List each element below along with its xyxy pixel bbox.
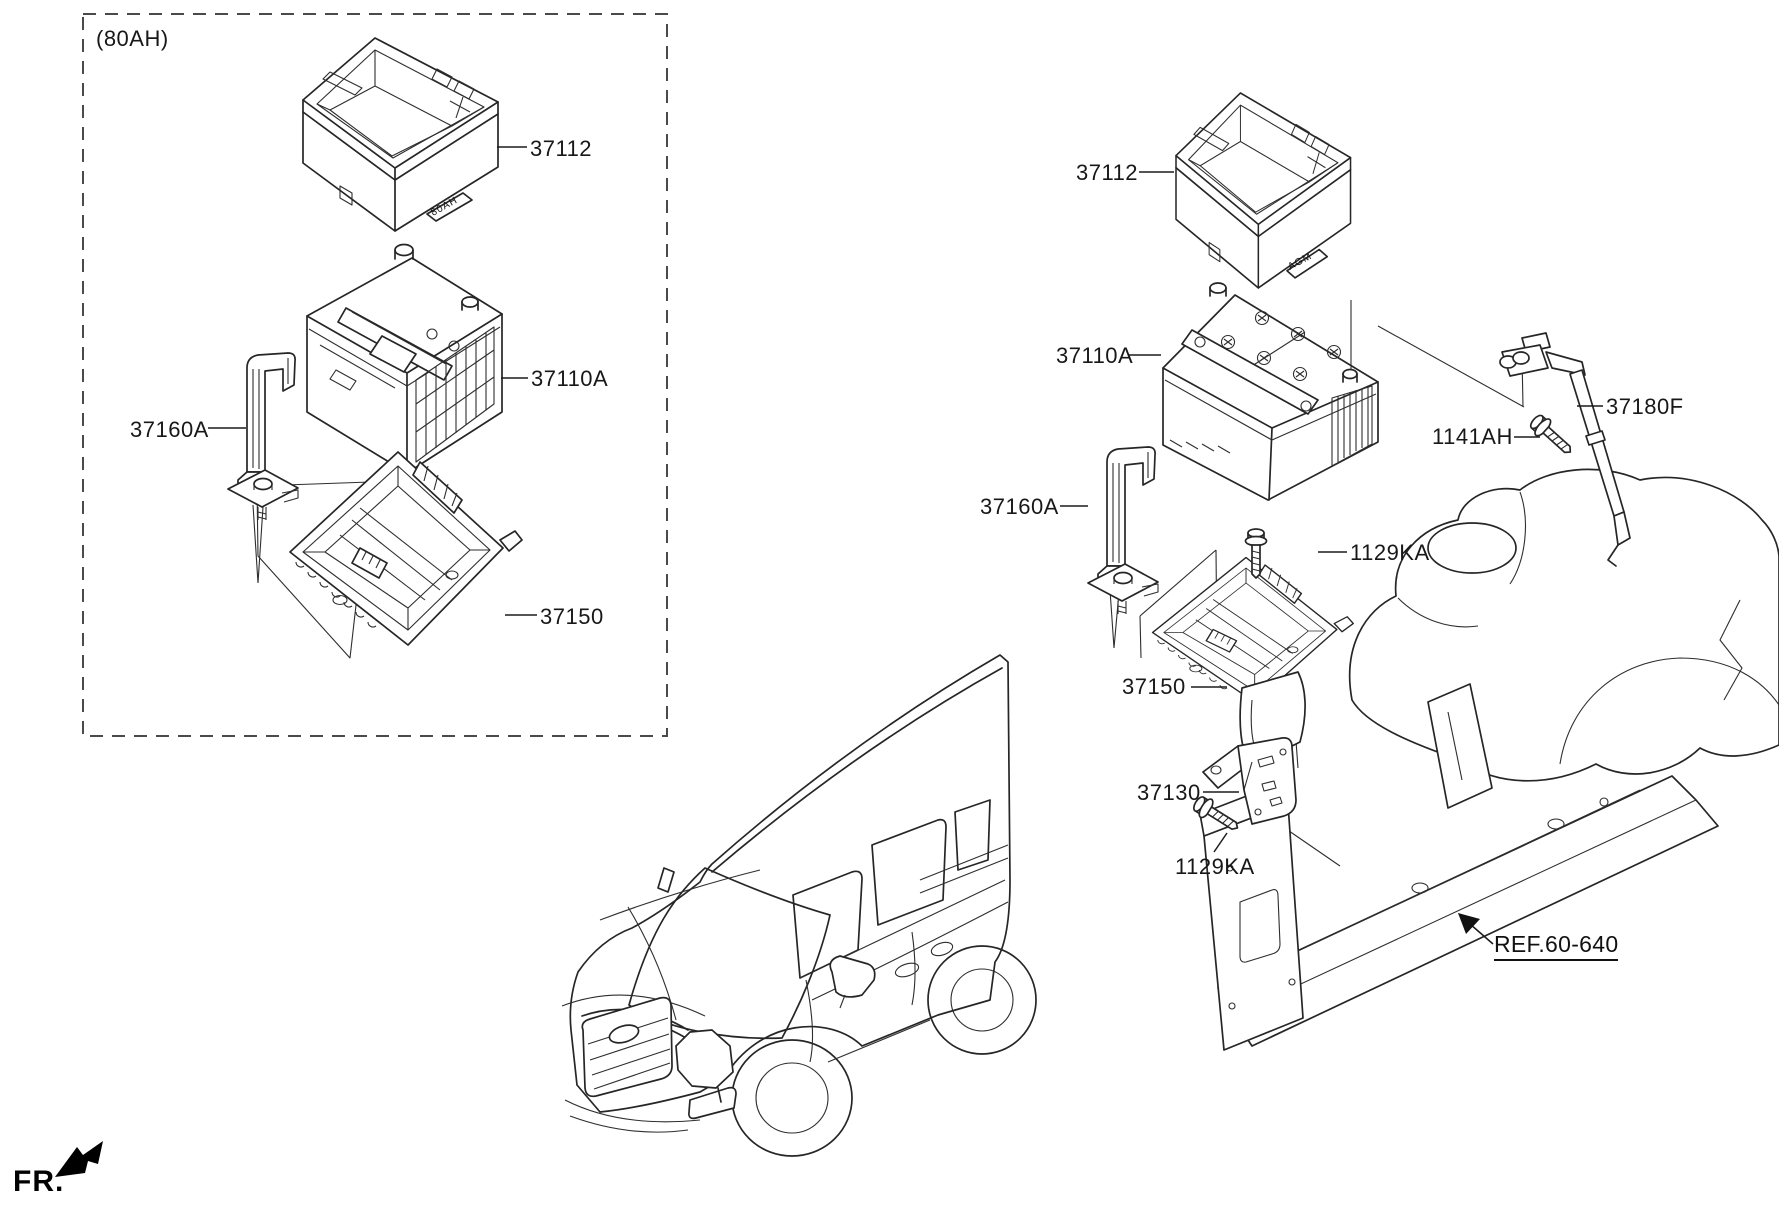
battery-stay-bracket-drawing (1202, 737, 1297, 825)
ref-arrowhead (1458, 913, 1480, 934)
body-reference-link[interactable]: REF.60-640 (1494, 931, 1619, 961)
callout-clamp-left[interactable]: 37160A (130, 417, 209, 442)
battery-tray-drawing-right (1151, 556, 1355, 767)
battery-drawing-left (306, 243, 503, 474)
battery-tray-drawing-left (289, 451, 523, 646)
callout-insulation-left[interactable]: 37112 (530, 136, 593, 161)
battery-insulation-drawing-right: AGM (1175, 92, 1352, 289)
callout-tray-bolt[interactable]: 1129KA (1350, 540, 1430, 565)
battery-clamp-drawing-right (1087, 446, 1159, 615)
front-indicator-label: FR. (13, 1165, 65, 1198)
body-frame-drawing (1199, 468, 1779, 1051)
callout-tray-right[interactable]: 37150 (1122, 674, 1186, 699)
battery-drawing-right (1162, 282, 1379, 501)
battery-location-marker (675, 1029, 734, 1089)
front-direction-arrow-icon (55, 1141, 103, 1177)
variant-note-label: (80AH) (96, 26, 169, 51)
callout-sensor-bolt[interactable]: 1141AH (1432, 424, 1513, 449)
callout-stay[interactable]: 37130 (1137, 780, 1201, 805)
callout-tray-left[interactable]: 37150 (540, 604, 604, 629)
callout-clamp-right[interactable]: 37160A (980, 494, 1059, 519)
battery-clamp-drawing-left (227, 352, 299, 521)
callout-sensor[interactable]: 37180F (1606, 394, 1684, 419)
callout-stay-bolt[interactable]: 1129KA (1175, 854, 1255, 879)
callout-battery-left[interactable]: 37110A (531, 366, 609, 391)
variant-dashed-boundary (82, 13, 668, 737)
vehicle-drawing (561, 654, 1037, 1157)
sensor-bolt-drawing (1526, 410, 1579, 461)
callout-battery-right[interactable]: 37110A (1056, 343, 1134, 368)
leader-lines (208, 146, 1603, 945)
battery-insulation-drawing-left: 80AH (302, 37, 499, 232)
callout-insulation-right[interactable]: 37112 (1076, 160, 1139, 185)
